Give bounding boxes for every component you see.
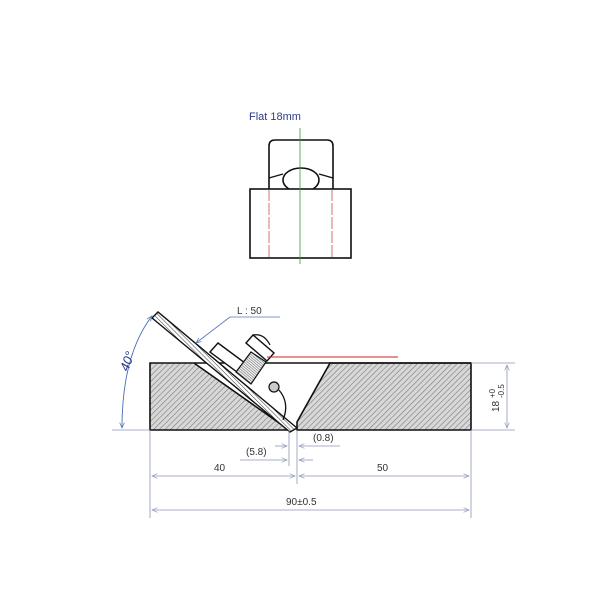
angle-dimension: 40°	[112, 316, 152, 431]
right-width-label: 50	[377, 463, 389, 474]
width-dimensions: (0.8) (5.8) 40 50 90±0.5	[149, 430, 472, 518]
top-cap-outline	[268, 139, 334, 189]
length-callout: L : 50	[196, 306, 280, 343]
offset-right-label: (0.8)	[313, 433, 334, 444]
top-view: Flat 18mm	[249, 111, 352, 264]
screw-head	[245, 334, 275, 362]
offset-left-label: (5.8)	[246, 447, 267, 458]
total-width-label: 90±0.5	[286, 497, 317, 508]
pin	[268, 381, 280, 393]
angle-label: 40°	[117, 349, 138, 373]
height-dimension: 18 +0 -0.5	[471, 362, 515, 431]
callout-label: L : 50	[237, 306, 262, 317]
body-outline	[249, 188, 352, 259]
blade	[150, 311, 299, 433]
screw-thread	[235, 351, 267, 385]
right-block	[296, 362, 472, 431]
flat-18mm-label: Flat 18mm	[249, 111, 301, 123]
height-tol-upper: +0	[488, 388, 497, 398]
height-nominal: 18	[491, 400, 502, 412]
left-width-label: 40	[214, 463, 226, 474]
height-tol-lower: -0.5	[497, 384, 506, 398]
side-view	[149, 311, 472, 433]
